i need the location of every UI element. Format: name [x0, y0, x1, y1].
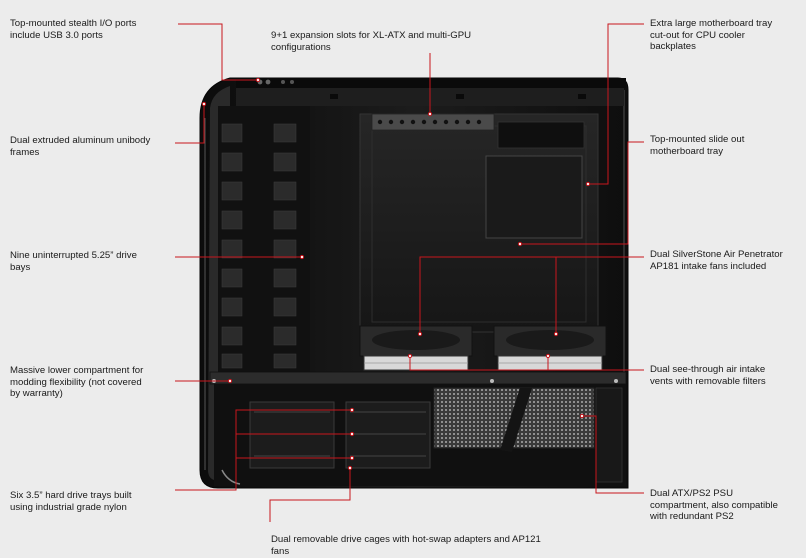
leader-intake-vents [409, 356, 644, 371]
callout-line: Extra large motherboard tray [650, 18, 773, 29]
callout-psu: Dual ATX/PS2 PSU compartment, also compa… [650, 488, 802, 523]
top-io-strip [236, 78, 626, 88]
callout-line: include USB 3.0 ports [10, 29, 103, 41]
leader-slide-tray [520, 141, 644, 245]
callout-line: 9+1 expansion slots for XL-ATX and multi… [271, 30, 472, 41]
callout-line: using industrial grade nylon [10, 501, 127, 513]
callout-line: configurations [271, 41, 331, 53]
drive-bay-slots [221, 123, 297, 369]
divider-shelf [209, 371, 627, 385]
callout-line: vents with removable filters [650, 375, 766, 387]
callout-line: Dual removable drive cages with hot-swap… [271, 534, 541, 545]
leader-drive-cages [269, 468, 351, 522]
callout-slide-tray: Top-mounted slide out motherboard tray [650, 134, 802, 157]
callout-expansion-slots: 9+1 expansion slots for XL-ATX and multi… [271, 30, 521, 53]
callout-intake-vents: Dual see-through air intake vents with r… [650, 364, 802, 387]
callout-line: Dual ATX/PS2 PSU [650, 488, 734, 499]
callout-line: Nine uninterrupted 5.25” drive [10, 250, 137, 261]
leader-psu [582, 415, 644, 494]
callout-line: Massive lower compartment for [10, 365, 144, 376]
callout-line: with redundant PS2 [650, 511, 734, 523]
callout-lower-compartment: Massive lower compartment for modding fl… [10, 365, 180, 400]
leader-lines [175, 23, 644, 522]
callout-hdd-trays: Six 3.5” hard drive trays built using in… [10, 490, 180, 513]
intake-fans [359, 325, 607, 357]
callout-line: Dual extruded aluminum unibody [10, 135, 151, 146]
callout-line: Top-mounted stealth I/O ports [10, 18, 137, 29]
callout-line: by warranty) [10, 388, 63, 400]
leader-intake-fans [419, 256, 644, 334]
callout-line: frames [10, 146, 40, 158]
callout-line: Dual see-through air intake [650, 364, 766, 375]
callout-line: bays [10, 261, 31, 273]
callout-top-io: Top-mounted stealth I/O ports include US… [10, 18, 180, 41]
callout-line: Six 3.5” hard drive trays built [10, 490, 132, 501]
leader-hdd-trays [175, 409, 352, 491]
callout-line: motherboard tray [650, 145, 724, 157]
leader-top-io [178, 23, 258, 81]
callout-line: compartment, also compatible [650, 499, 778, 511]
callout-line: cut-out for CPU cooler [650, 29, 745, 41]
callout-drive-bays: Nine uninterrupted 5.25” drive bays [10, 250, 180, 273]
callout-tray-cutout: Extra large motherboard tray cut-out for… [650, 18, 802, 53]
leader-endpoints [201, 77, 591, 471]
drive-cages [249, 401, 431, 469]
callout-line: AP181 intake fans included [650, 260, 767, 272]
callout-line: backplates [650, 41, 696, 53]
leader-frames [175, 104, 205, 144]
callout-intake-fans: Dual SilverStone Air Penetrator AP181 in… [650, 249, 802, 272]
intake-vents [363, 355, 603, 371]
callout-line: fans [271, 545, 290, 557]
callout-line: modding flexibility (not covered [10, 376, 142, 388]
callout-line: Dual SilverStone Air Penetrator [650, 249, 783, 260]
callout-frames: Dual extruded aluminum unibody frames [10, 135, 180, 158]
cpu-cutout [485, 155, 583, 239]
callout-drive-cages: Dual removable drive cages with hot-swap… [271, 534, 601, 557]
callout-line: Top-mounted slide out [650, 134, 745, 145]
leader-tray-cutout [588, 23, 644, 185]
